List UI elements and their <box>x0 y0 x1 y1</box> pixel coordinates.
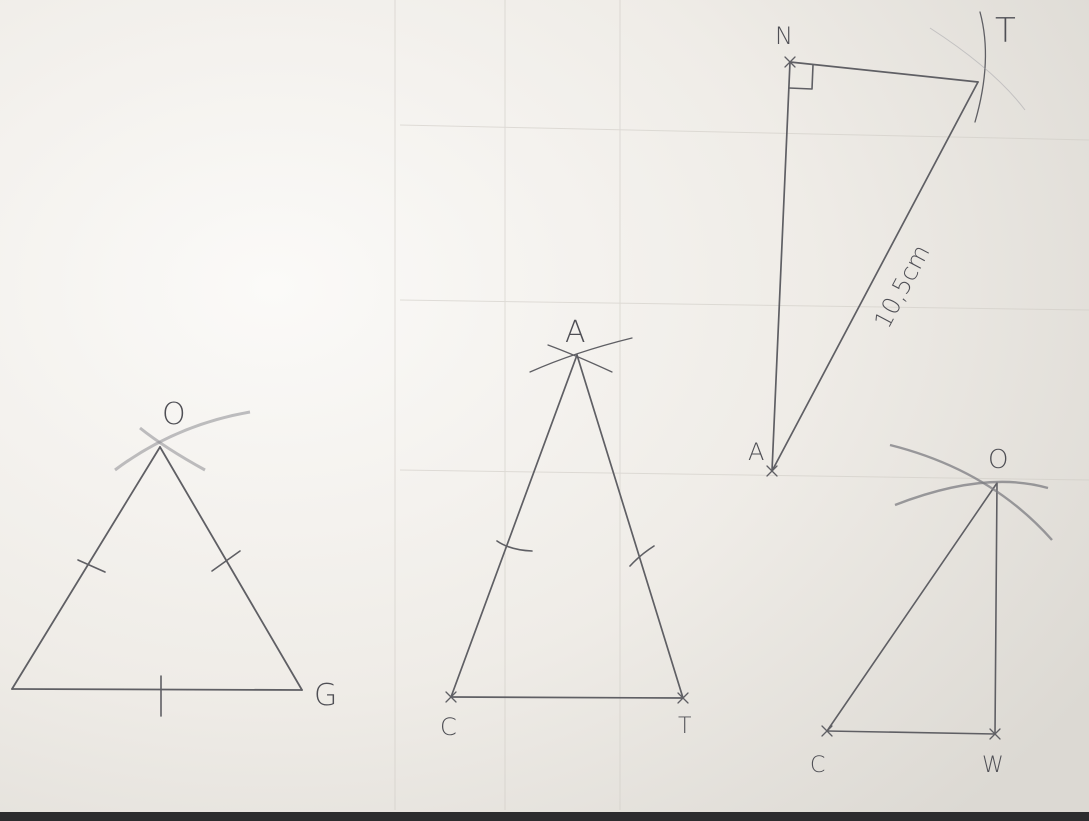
cross-n <box>784 56 796 68</box>
vertex-label-t: T <box>678 714 691 739</box>
side-left-o <box>11 446 161 690</box>
side-o-c <box>826 482 998 732</box>
side-c-t <box>450 696 684 699</box>
side-a-c <box>450 354 578 698</box>
side-right-o-g <box>159 446 303 691</box>
vertex-label-c: C <box>810 753 825 778</box>
figure-1-equilateral-triangle: O G <box>11 397 337 717</box>
construction-arc-t <box>974 11 987 123</box>
construction-arc-1 <box>114 410 251 472</box>
tick-left-side <box>77 559 106 573</box>
vertex-label-a: A <box>565 315 586 350</box>
side-n-a <box>771 61 791 472</box>
construction-arc-o2 <box>894 480 1049 507</box>
cross-c <box>445 691 457 703</box>
equal-mark-right <box>629 545 655 567</box>
paper-bottom-edge <box>0 812 1089 821</box>
construction-arc-2 <box>139 426 206 472</box>
cross-a <box>766 465 778 477</box>
vertex-label-a: A <box>748 438 764 466</box>
cross-w <box>989 728 1001 740</box>
side-base-g <box>11 688 303 691</box>
vertex-label-c: C <box>440 713 457 741</box>
vertex-label-g: G <box>314 678 337 713</box>
side-c-w <box>826 730 996 735</box>
construction-arc-a1 <box>529 337 633 373</box>
vertex-label-n: N <box>775 22 793 50</box>
cross-t <box>677 692 689 704</box>
construction-arc-t-faint <box>929 27 1026 111</box>
tick-right-side <box>211 550 241 572</box>
construction-arc-o1 <box>889 443 1053 541</box>
vertex-label-o: O <box>162 397 186 432</box>
construction-arc-a2 <box>547 344 613 373</box>
vertex-label-t: T <box>995 11 1016 51</box>
figure-4-right-triangle: O C W <box>810 443 1053 778</box>
side-n-t <box>789 61 979 83</box>
figure-2-isosceles-triangle: A C T <box>440 315 691 741</box>
cross-c <box>821 725 833 737</box>
side-o-w <box>994 482 998 735</box>
side-t-a <box>771 81 979 472</box>
vertex-label-w: W <box>982 753 1004 778</box>
right-angle-marker <box>788 64 814 90</box>
equal-mark-left <box>496 540 533 552</box>
vertex-label-o: O <box>988 445 1008 475</box>
side-a-t <box>576 354 684 699</box>
